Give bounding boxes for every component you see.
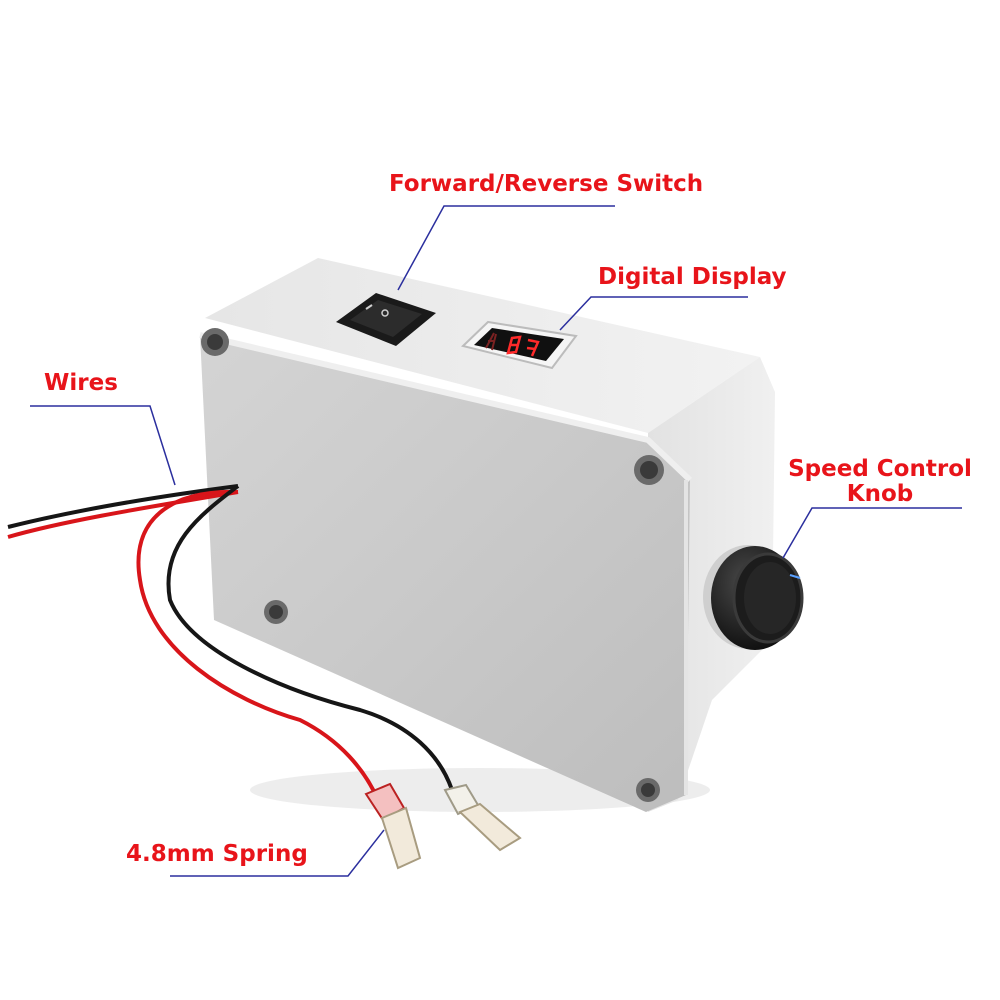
leader-line-display	[559, 296, 748, 331]
screw-holes	[201, 328, 664, 802]
rocker-switch-icon	[336, 293, 436, 346]
display-label: Digital Display	[598, 264, 787, 290]
leader-line-knob	[782, 507, 962, 559]
knob-label: Speed Control Knob	[782, 457, 978, 507]
knob-label-line2: Knob	[846, 481, 914, 507]
leader-line-wires	[30, 405, 176, 486]
seven-segment-display-icon	[460, 320, 578, 370]
knob-label-line1: Speed Control	[788, 456, 972, 482]
leader-line-switch	[397, 205, 615, 291]
spring-label: 4.8mm Spring	[126, 841, 308, 867]
rotary-knob-icon	[703, 545, 804, 650]
switch-label: Forward/Reverse Switch	[389, 171, 704, 197]
spade-terminal-icon	[364, 782, 522, 870]
wires-label: Wires	[44, 370, 118, 396]
leader-lines	[30, 205, 962, 877]
leader-line-spring	[170, 829, 385, 877]
wires	[7, 484, 454, 801]
